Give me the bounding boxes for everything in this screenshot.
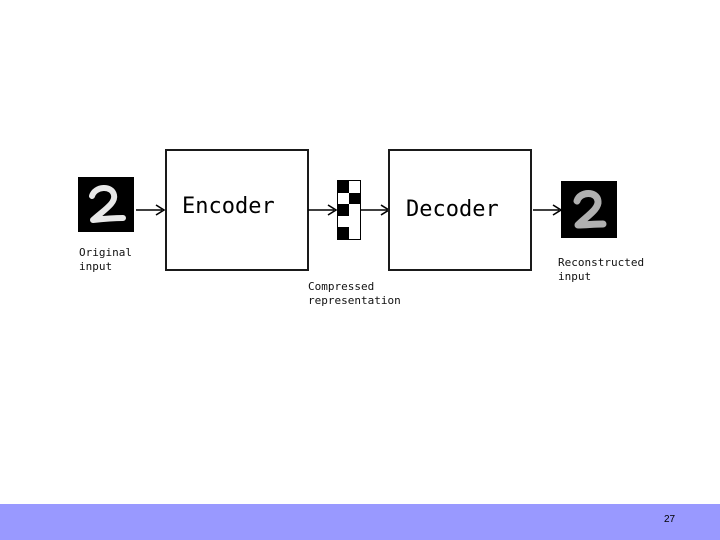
compressed-representation-caption: Compressed representation xyxy=(308,280,401,308)
reconstructed-input-caption: Reconstructed input xyxy=(558,256,644,284)
code-cell xyxy=(349,227,360,239)
code-cell xyxy=(349,216,360,228)
arrow-input-to-encoder xyxy=(136,203,166,217)
code-cell xyxy=(338,216,349,228)
original-input-image xyxy=(78,177,134,232)
footer-bar: 27 xyxy=(0,504,720,540)
code-cell xyxy=(338,193,349,205)
code-cell xyxy=(349,181,360,193)
original-input-caption: Original input xyxy=(79,246,132,274)
code-cell xyxy=(338,181,349,193)
arrow-code-to-decoder xyxy=(361,203,391,217)
code-cell xyxy=(338,204,349,216)
page-number: 27 xyxy=(664,514,675,525)
caption-line: input xyxy=(558,270,644,284)
encoder-label: Encoder xyxy=(182,194,275,219)
caption-line: representation xyxy=(308,294,401,308)
caption-line: Reconstructed xyxy=(558,256,644,270)
code-cell xyxy=(349,204,360,216)
code-cell xyxy=(349,193,360,205)
arrow-encoder-to-code xyxy=(308,203,338,217)
digit-two-icon xyxy=(78,177,134,232)
digit-two-icon xyxy=(561,181,617,238)
arrow-decoder-to-output xyxy=(533,203,563,217)
caption-line: Compressed xyxy=(308,280,401,294)
decoder-label: Decoder xyxy=(406,197,499,222)
caption-line: Original xyxy=(79,246,132,260)
compressed-code-grid xyxy=(337,180,361,240)
reconstructed-output-image xyxy=(561,181,617,238)
caption-line: input xyxy=(79,260,132,274)
code-cell xyxy=(338,227,349,239)
